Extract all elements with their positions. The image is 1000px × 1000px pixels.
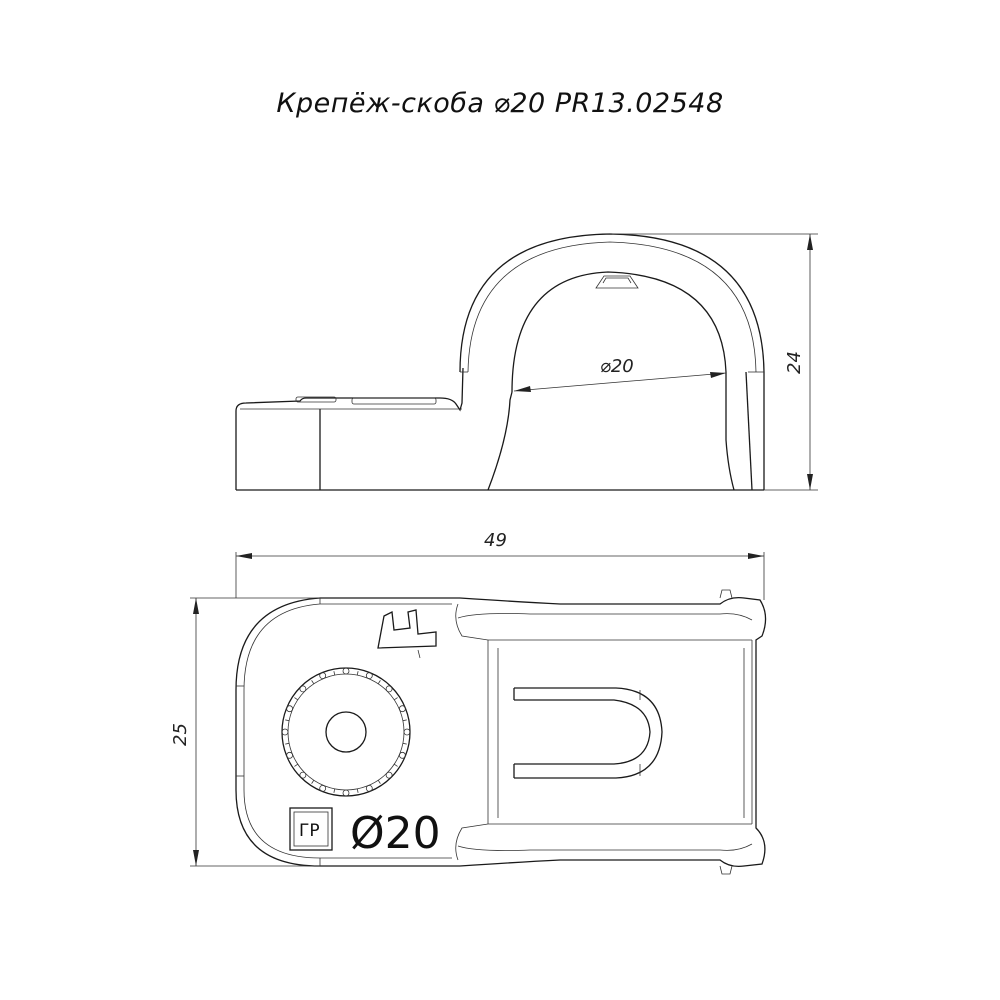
washer-notch: [294, 697, 299, 701]
length-label: 49: [484, 530, 507, 551]
washer-notch: [356, 788, 359, 793]
washer-notch: [356, 671, 359, 676]
length-dimension: 49: [235, 530, 765, 600]
washer-tooth: [398, 751, 406, 759]
washer-notch: [377, 779, 381, 784]
washer-tooth: [385, 771, 393, 779]
washer-tooth: [299, 771, 307, 779]
washer-tooth: [342, 789, 350, 797]
emboss-mark: [377, 609, 437, 649]
washer-tooth: [365, 785, 373, 792]
washer-tooth: [319, 672, 327, 679]
width-label: 25: [170, 723, 191, 746]
washer-tooth: [286, 751, 294, 759]
washer-notch: [333, 671, 336, 676]
washer-notch: [311, 779, 315, 784]
washer-notch: [285, 742, 290, 745]
washer-tooth: [286, 705, 294, 713]
washer-notch: [311, 680, 315, 685]
diameter-dimension: ⌀20: [513, 356, 727, 392]
washer-tooth: [319, 785, 327, 792]
washer-notch: [393, 763, 398, 767]
washer-notch: [377, 680, 381, 685]
serrated-washer: [281, 667, 411, 797]
washer-tooth: [398, 705, 406, 713]
washer-tooth: [281, 728, 289, 736]
washer-notch: [294, 763, 299, 767]
washer-tooth: [342, 667, 350, 675]
washer-notch: [402, 742, 407, 745]
marking-logo: ГР: [299, 821, 320, 841]
marking-size: Ø20: [350, 808, 441, 859]
washer-notch: [333, 788, 336, 793]
washer-tooth: [299, 685, 307, 693]
washer-tooth: [365, 672, 373, 679]
width-dimension: 25: [170, 597, 320, 867]
top-view: [235, 589, 767, 875]
height-dimension: 24: [612, 233, 818, 491]
washer-notch: [402, 719, 407, 722]
diameter-label: ⌀20: [600, 356, 634, 377]
washer-tooth: [403, 728, 411, 736]
washer-notch: [285, 719, 290, 722]
marking: ГР Ø20: [289, 807, 441, 859]
washer-notch: [393, 697, 398, 701]
side-view: [235, 233, 765, 491]
height-label: 24: [784, 351, 805, 374]
washer-tooth: [385, 685, 393, 693]
drawing-title: Крепёж-скоба ⌀20 PR13.02548: [276, 88, 724, 119]
